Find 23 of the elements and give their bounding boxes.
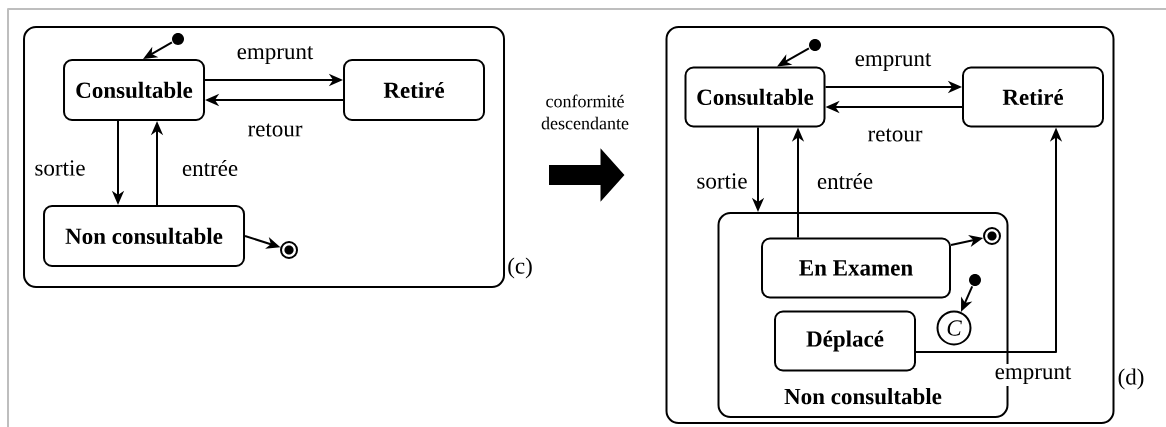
state-box: Non consultable xyxy=(43,205,245,267)
state-box: Retiré xyxy=(343,59,485,121)
edge-label: entrée xyxy=(814,170,876,192)
edge-label: entrée xyxy=(179,157,241,179)
edge-label: retour xyxy=(865,126,925,144)
state-box: Déplacé xyxy=(774,310,916,372)
edge-label: emprunt xyxy=(234,44,316,66)
panel-letter: (c) xyxy=(508,257,532,279)
state-box: Retiré xyxy=(962,66,1104,128)
frame-box xyxy=(665,26,1115,424)
state-box: En Examen xyxy=(761,237,951,299)
final-state-circle xyxy=(983,227,1001,245)
frame-box xyxy=(23,26,505,288)
edge-label: emprunt xyxy=(992,364,1074,386)
edge-label: emprunt xyxy=(852,51,934,73)
final-state-circle xyxy=(280,241,298,259)
edge-label: retour xyxy=(245,121,305,139)
edge-label: sortie xyxy=(32,158,88,178)
edge-label: sortie xyxy=(694,171,750,191)
state-box: Consultable xyxy=(63,59,205,121)
state-box: Consultable xyxy=(684,66,826,128)
edge-label: conformité descendante xyxy=(531,92,639,132)
panel-letter: (d) xyxy=(1118,368,1144,390)
